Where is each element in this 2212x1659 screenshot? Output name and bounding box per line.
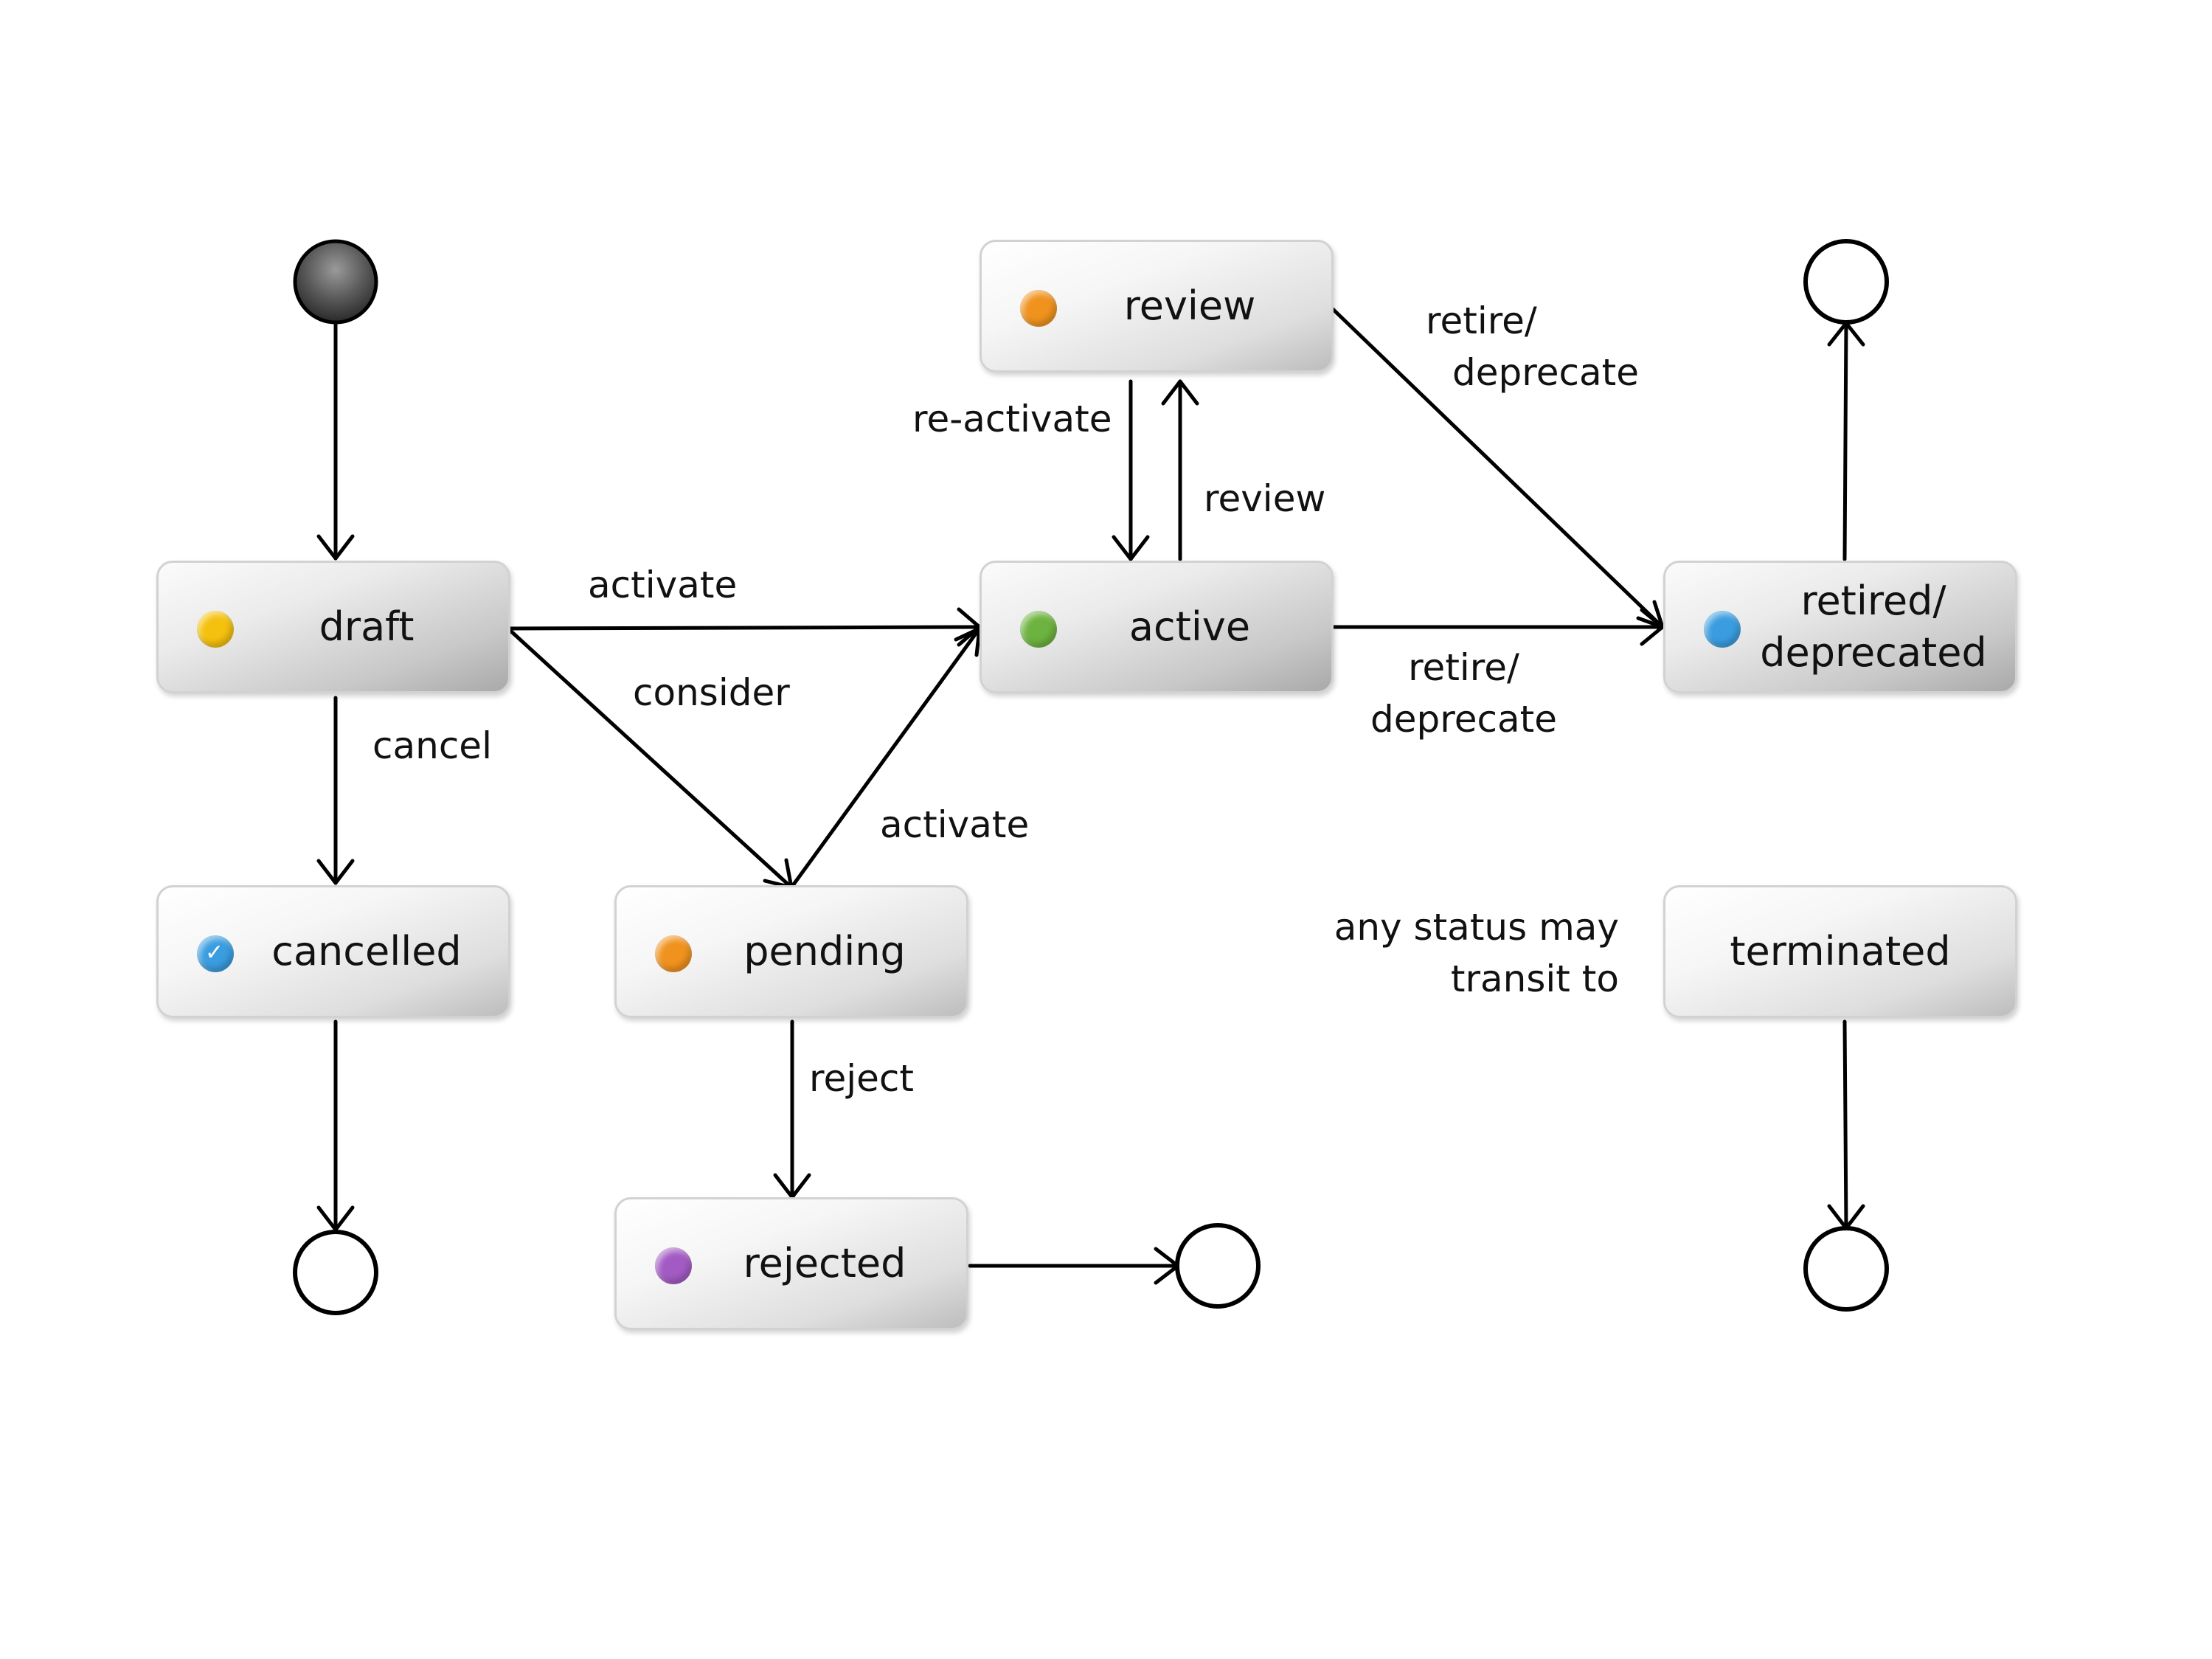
state-label-draft: draft <box>319 603 415 650</box>
transition-review-to-retired <box>1330 306 1665 629</box>
arrowhead <box>316 859 355 885</box>
final-node-rejected <box>1175 1223 1261 1309</box>
arrowhead <box>1640 608 1665 646</box>
final-node-terminated <box>1803 1226 1889 1312</box>
state-label-retired: retired/ deprecated <box>1760 578 1987 676</box>
orange-status-dot-icon <box>655 935 692 972</box>
transition-terminated-to-final <box>1842 1019 1848 1230</box>
state-label-rejected: rejected <box>743 1240 906 1286</box>
transition-retired-to-final <box>1842 321 1848 561</box>
final-node-cancelled <box>293 1230 378 1315</box>
yellow-status-dot-icon <box>197 611 234 648</box>
green-status-dot-icon <box>1020 611 1057 648</box>
blue-status-dot-icon <box>1704 611 1741 648</box>
label-draft-to-pending: consider <box>633 671 790 714</box>
state-terminated: terminated <box>1663 885 2017 1018</box>
orange-status-dot-icon <box>1020 290 1057 327</box>
state-retired-deprecated: retired/ deprecated <box>1663 561 2017 693</box>
final-node-retired <box>1803 239 1889 325</box>
label-review-to-retired: retire/deprecate <box>1426 299 1639 394</box>
label-active-to-review: review <box>1204 477 1326 520</box>
transition-draft-to-pending <box>508 628 794 890</box>
label-draft-to-active: activate <box>588 564 738 606</box>
state-cancelled: ✓ cancelled <box>156 885 510 1018</box>
transition-draft-to-active <box>508 625 982 631</box>
label-review-to-active: re-activate <box>912 398 1112 440</box>
transition-pending-to-active <box>789 626 982 890</box>
arrowhead <box>316 534 355 561</box>
state-label-cancelled: cancelled <box>271 928 462 974</box>
state-label-review: review <box>1123 283 1256 329</box>
state-label-terminated: terminated <box>1730 928 1951 974</box>
initial-node <box>293 239 378 325</box>
label-draft-to-cancelled: cancel <box>372 724 492 767</box>
state-review: review <box>980 240 1334 373</box>
blue-check-icon: ✓ <box>197 935 234 972</box>
state-active: active <box>980 561 1334 693</box>
note-any-status: any status may transit to <box>1334 906 1619 1000</box>
label-pending-to-active: activate <box>880 803 1030 846</box>
state-draft: draft <box>156 561 510 693</box>
label-pending-to-rejected: reject <box>809 1057 914 1100</box>
arrowhead <box>1112 535 1150 561</box>
state-rejected: rejected <box>614 1197 968 1330</box>
state-label-active: active <box>1128 603 1251 650</box>
purple-status-dot-icon <box>655 1247 692 1284</box>
state-pending: pending <box>614 885 968 1018</box>
state-label-pending: pending <box>743 928 906 974</box>
label-active-to-retired: retire/ deprecate <box>1370 646 1557 741</box>
arrowhead <box>1161 379 1199 406</box>
